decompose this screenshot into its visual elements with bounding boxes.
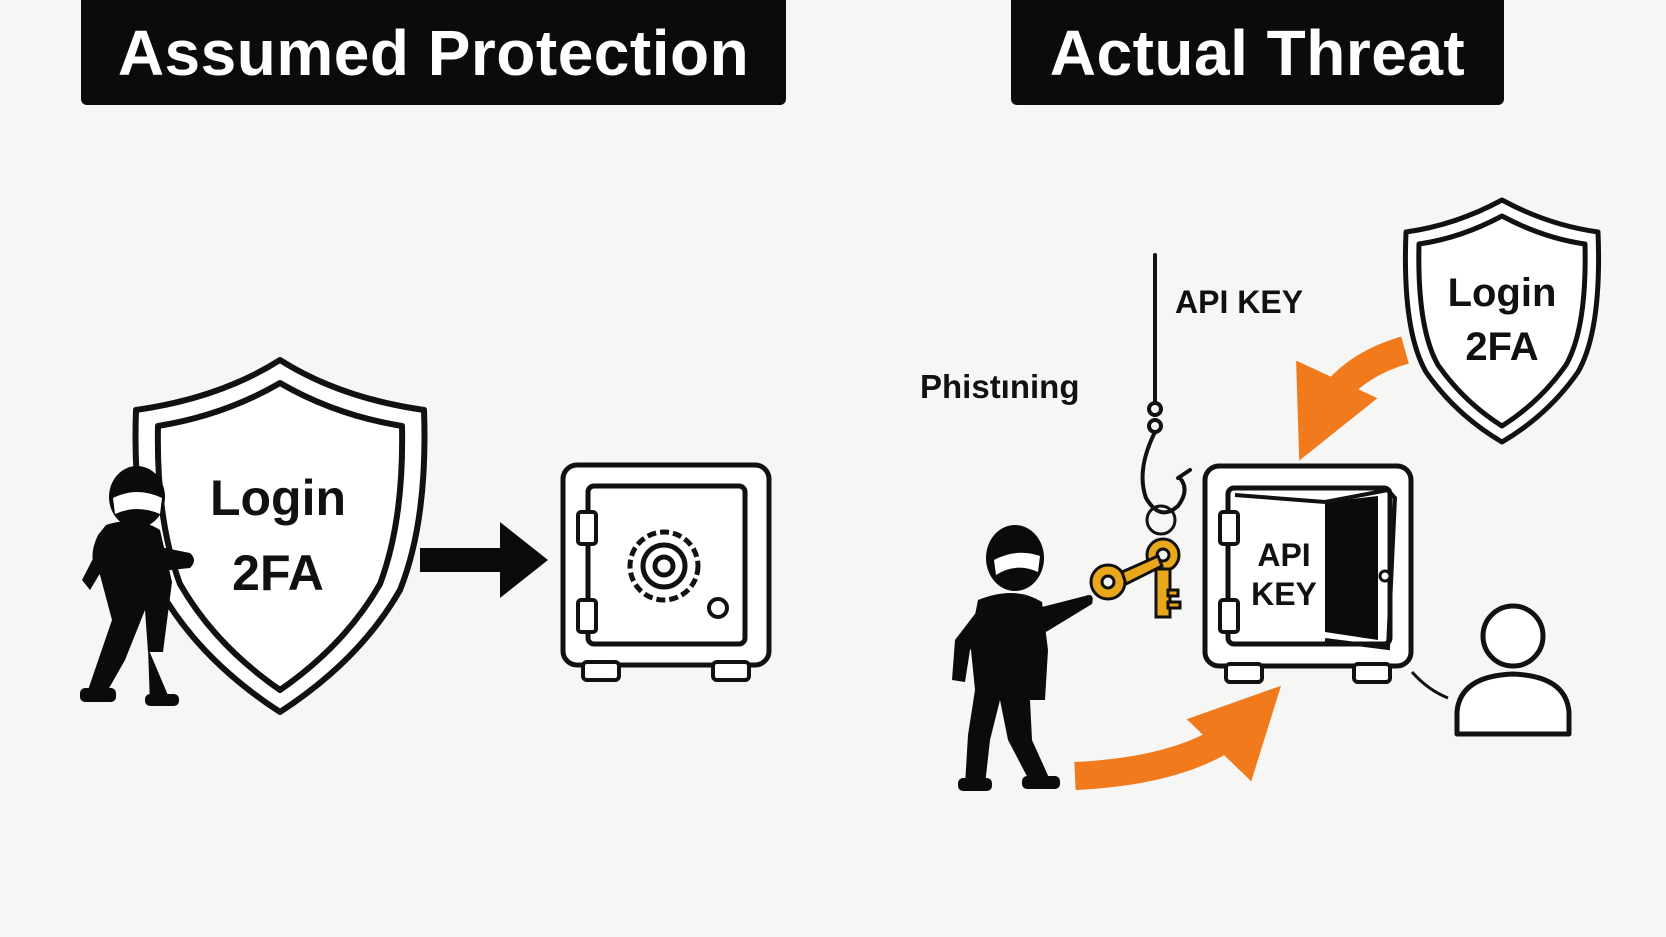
left-shield-label-line1: Login (210, 470, 346, 526)
left-attacker-icon (80, 466, 194, 706)
right-shield-icon: Login 2FA (1402, 197, 1602, 445)
safe-label-line2: KEY (1251, 576, 1317, 612)
user-connector-line (1410, 671, 1449, 700)
phishing-label: Phistıning (920, 368, 1080, 405)
user-icon (1454, 603, 1572, 737)
safe-label-line1: API (1257, 537, 1310, 573)
keys-icon (1089, 504, 1182, 619)
left-shield-label-line2: 2FA (232, 545, 324, 601)
hook-api-key-label: API KEY (1175, 284, 1303, 320)
safe-locked-icon (560, 462, 772, 682)
curved-arrow-icon (1074, 336, 1410, 790)
safe-open-icon: API KEY (1202, 463, 1414, 684)
arrow-right-icon (420, 522, 548, 598)
left-shield-icon: Login 2FA (132, 357, 428, 715)
right-shield-label-line1: Login (1448, 271, 1557, 315)
panel-title-actual-threat: Actual Threat (1011, 0, 1504, 105)
right-attacker-icon (952, 525, 1093, 791)
right-shield-label-line2: 2FA (1465, 325, 1538, 369)
fishing-hook-icon (1140, 253, 1192, 515)
panel-title-assumed-protection: Assumed Protection (81, 0, 786, 105)
